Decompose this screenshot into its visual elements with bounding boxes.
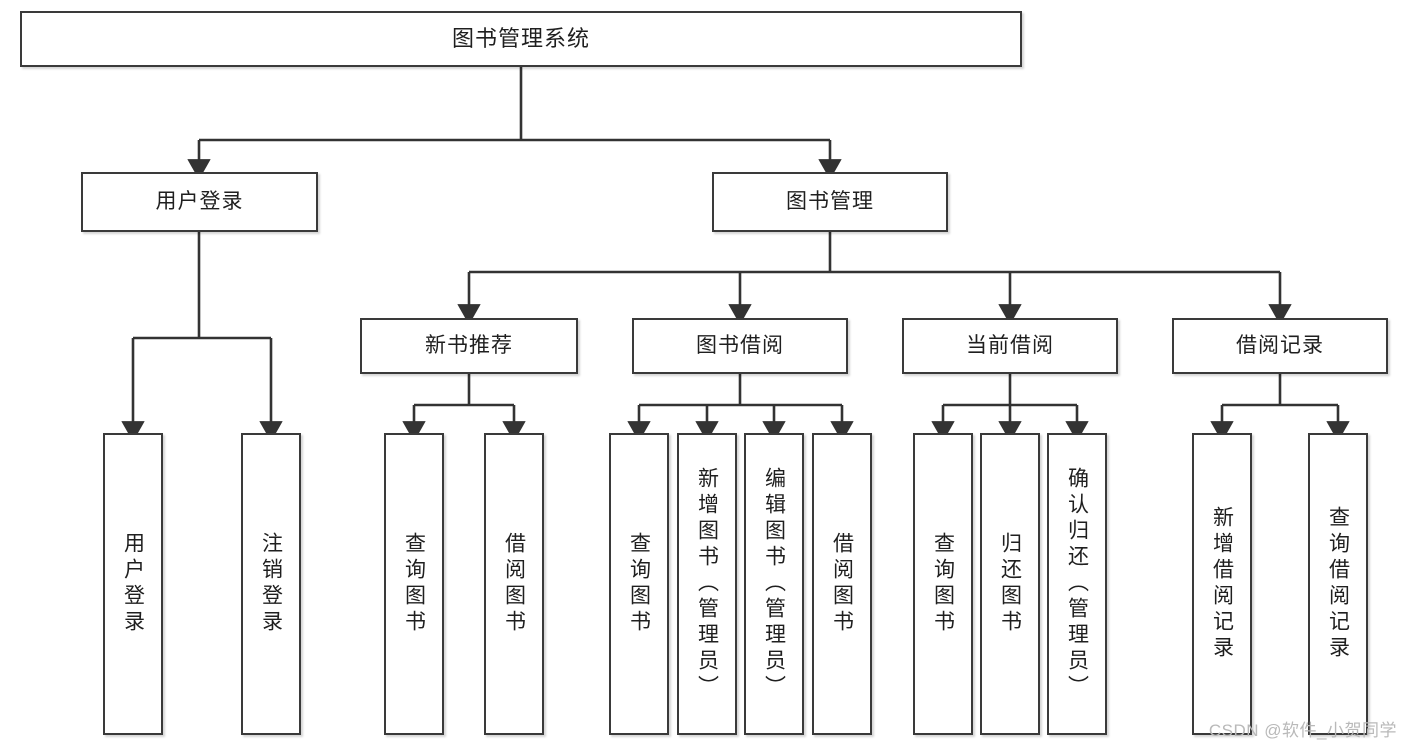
node-book-management[interactable]: 图书管理 [712,172,948,232]
node-label: 图书管理 [786,189,874,213]
watermark-text: CSDN @软件_小贺同学 [1208,721,1397,740]
node-label: 归还图书 [998,532,1022,636]
node-label: 注销登录 [259,532,283,636]
node-label: 查询图书 [931,532,955,636]
node-label: 图书借阅 [696,333,784,357]
node-current-borrow[interactable]: 当前借阅 [902,318,1118,374]
node-label: 新增图书（管理员） [695,467,719,701]
node-label: 确认归还（管理员） [1065,467,1089,701]
node-new-book-recommend[interactable]: 新书推荐 [360,318,578,374]
node-label: 查询图书 [402,532,426,636]
node-leaf-edit-book-admin[interactable]: 编辑图书（管理员） [744,433,804,735]
node-leaf-query-book-current[interactable]: 查询图书 [913,433,973,735]
node-label: 借阅图书 [830,532,854,636]
node-leaf-logout[interactable]: 注销登录 [241,433,301,735]
node-label: 当前借阅 [966,333,1054,357]
node-leaf-add-book-admin[interactable]: 新增图书（管理员） [677,433,737,735]
node-leaf-borrow-book-recommend[interactable]: 借阅图书 [484,433,544,735]
node-label: 借阅图书 [502,532,526,636]
node-label: 用户登录 [155,189,244,213]
node-label: 查询图书 [627,532,651,636]
node-leaf-borrow-book[interactable]: 借阅图书 [812,433,872,735]
node-label: 新增借阅记录 [1210,506,1234,662]
node-leaf-add-borrow-record[interactable]: 新增借阅记录 [1192,433,1252,735]
node-leaf-user-login[interactable]: 用户登录 [103,433,163,735]
node-leaf-confirm-return-admin[interactable]: 确认归还（管理员） [1047,433,1107,735]
node-label: 用户登录 [121,532,145,636]
node-borrow-record[interactable]: 借阅记录 [1172,318,1388,374]
node-label: 图书管理系统 [451,26,590,52]
node-label: 编辑图书（管理员） [762,467,786,701]
node-root-system[interactable]: 图书管理系统 [20,11,1022,67]
node-leaf-query-book-borrow[interactable]: 查询图书 [609,433,669,735]
node-label: 借阅记录 [1236,333,1324,357]
node-user-login[interactable]: 用户登录 [81,172,318,232]
node-leaf-query-borrow-record[interactable]: 查询借阅记录 [1308,433,1368,735]
node-leaf-return-book[interactable]: 归还图书 [980,433,1040,735]
node-book-borrow[interactable]: 图书借阅 [632,318,848,374]
node-label: 查询借阅记录 [1326,506,1350,662]
node-leaf-query-book-recommend[interactable]: 查询图书 [384,433,444,735]
node-label: 新书推荐 [425,333,513,357]
